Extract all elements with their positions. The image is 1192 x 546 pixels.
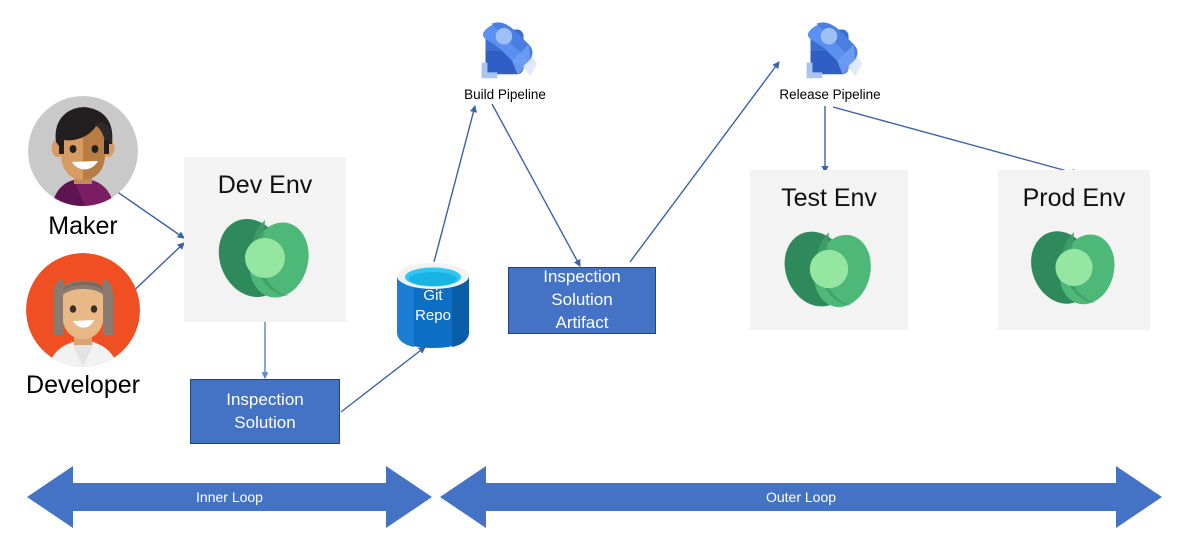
solution-box-inspection-solution[interactable]: Inspection Solution	[190, 379, 340, 444]
persona-developer[interactable]: Developer	[26, 253, 140, 398]
pipeline-label-build: Build Pipeline	[464, 87, 546, 102]
solution-line: Solution	[234, 412, 296, 432]
persona-maker[interactable]: Maker	[28, 96, 138, 239]
connector-solution-to-repo	[340, 346, 426, 413]
connector-repo-to-build	[433, 104, 477, 263]
loop-label-inner: Inner Loop	[196, 489, 263, 505]
env-title-prod: Prod Env	[1022, 184, 1126, 212]
env-title-dev: Dev Env	[217, 171, 313, 199]
artifact-line: Inspection	[543, 267, 621, 287]
artifact-line: Solution	[551, 290, 613, 310]
power-platform-environment-icon	[775, 221, 883, 317]
solution-box-inspection-solution-artifact[interactable]: Inspection Solution Artifact	[508, 267, 656, 334]
artifact-line: Artifact	[555, 312, 609, 332]
pipeline-label-release: Release Pipeline	[779, 87, 881, 102]
env-card-test[interactable]: Test Env	[750, 170, 908, 330]
env-title-test: Test Env	[781, 184, 877, 212]
solution-line: Inspection	[226, 389, 304, 409]
pipeline-node-build[interactable]: Build Pipeline	[440, 8, 570, 102]
loop-label-outer: Outer Loop	[765, 489, 837, 505]
connector-build-to-artifact	[491, 103, 581, 267]
persona-label-maker: Maker	[48, 212, 118, 240]
persona-label-developer: Developer	[26, 371, 140, 399]
power-platform-environment-icon	[1022, 221, 1126, 314]
git-repo-node[interactable]: Git Repo	[392, 258, 474, 350]
loop-bar-inner[interactable]: Inner Loop	[27, 466, 432, 528]
azure-pipelines-rocket-icon	[466, 8, 544, 86]
connector-release-to-prod	[832, 106, 1080, 176]
azure-pipelines-rocket-icon	[791, 8, 869, 86]
power-platform-environment-icon	[209, 208, 321, 308]
env-card-dev[interactable]: Dev Env	[184, 157, 346, 322]
developer-avatar-icon	[26, 253, 140, 367]
pipeline-node-release[interactable]: Release Pipeline	[765, 8, 895, 102]
env-card-prod[interactable]: Prod Env	[998, 170, 1150, 330]
loop-bar-outer[interactable]: Outer Loop	[440, 466, 1162, 528]
database-cylinder-icon: Git Repo	[392, 258, 474, 350]
maker-avatar-icon	[28, 96, 138, 206]
